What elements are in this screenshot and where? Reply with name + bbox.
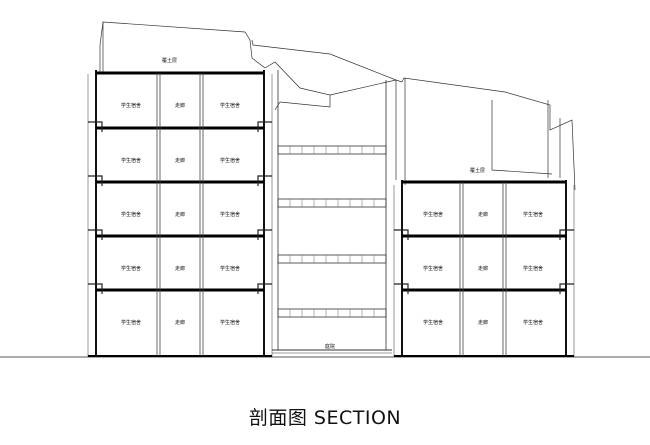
room-label-dorm: 学生宿舍 [220, 157, 240, 164]
room-label-corridor: 走廊 [175, 265, 185, 272]
room-label-corridor: 走廊 [478, 265, 488, 272]
room-label-dorm: 学生宿舍 [423, 319, 443, 326]
room-label-dorm: 学生宿舍 [220, 265, 240, 272]
room-label-corridor: 走廊 [175, 157, 185, 164]
room-label-dorm: 学生宿舍 [523, 319, 543, 326]
labels: 覆土层 覆土层 庭院 学生宿舍走廊学生宿舍学生宿舍走廊学生宿舍学生宿舍走廊学生宿… [121, 57, 543, 350]
room-label-dorm: 学生宿舍 [121, 319, 141, 326]
room-label-dorm: 学生宿舍 [220, 319, 240, 326]
roof-label-left: 覆土层 [162, 57, 177, 64]
room-label-corridor: 走廊 [478, 319, 488, 326]
room-label-dorm: 学生宿舍 [121, 211, 141, 218]
room-label-corridor: 走廊 [175, 102, 185, 109]
room-label-dorm: 学生宿舍 [121, 102, 141, 109]
room-label-corridor: 走廊 [175, 319, 185, 326]
room-label-dorm: 学生宿舍 [220, 102, 240, 109]
left-building [87, 70, 273, 357]
roof-outlines [99, 21, 576, 191]
room-label-dorm: 学生宿舍 [220, 211, 240, 218]
roof-label-right: 覆土层 [470, 167, 485, 174]
room-labels: 学生宿舍走廊学生宿舍学生宿舍走廊学生宿舍学生宿舍走廊学生宿舍学生宿舍走廊学生宿舍… [121, 102, 543, 326]
atrium [272, 70, 392, 354]
room-label-dorm: 学生宿舍 [121, 157, 141, 164]
room-label-dorm: 学生宿舍 [423, 265, 443, 272]
room-label-dorm: 学生宿舍 [423, 211, 443, 218]
right-building [393, 180, 575, 357]
room-label-corridor: 走廊 [478, 211, 488, 218]
room-label-dorm: 学生宿舍 [523, 211, 543, 218]
room-label-corridor: 走廊 [175, 211, 185, 218]
room-label-dorm: 学生宿舍 [523, 265, 543, 272]
room-label-dorm: 学生宿舍 [121, 265, 141, 272]
courtyard-label: 庭院 [325, 343, 335, 350]
drawing-caption: 剖面图 SECTION [248, 407, 402, 429]
